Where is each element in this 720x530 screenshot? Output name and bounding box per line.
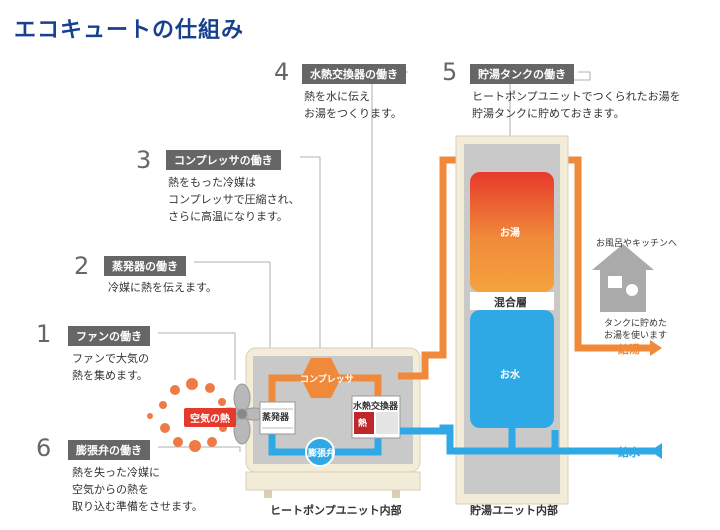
tank-note-1: タンクに貯めた [604, 319, 668, 329]
air-heat-label: 空気の熱 [184, 408, 236, 427]
step-4-label: 水熱交換器の働き [302, 64, 406, 84]
step-4-number: 4 [274, 58, 290, 86]
heatpump-caption: ヒートポンプユニット内部 [270, 504, 402, 517]
water-label: お水 [500, 370, 520, 381]
step-1-desc: ファンで大気の 熱を集めます。 [72, 352, 149, 382]
step-2-number: 2 [74, 252, 90, 280]
page-title: エコキュートの仕組み [14, 18, 245, 43]
air-heat-dots [147, 378, 227, 452]
bath-kitchen-label: お風呂やキッチンへ [596, 239, 678, 249]
evaporator-label: 蒸発器 [262, 413, 290, 423]
mixed-layer-label: 混合層 [494, 296, 527, 309]
supply-water-label: 給水 [618, 446, 640, 459]
step-5-desc: ヒートポンプユニットでつくられたお湯を 貯湯タンクに貯めておきます。 [472, 90, 681, 120]
tank-note-2: お湯を使います [604, 331, 668, 341]
step-4-desc: 熱を水に伝え お湯をつくります。 [304, 90, 402, 120]
step-5-label: 貯湯タンクの働き [470, 64, 574, 84]
step-6-desc: 熱を失った冷媒に 空気からの熱を 取り込む準備をさせます。 [72, 466, 203, 513]
step-1-label: ファンの働き [68, 326, 150, 346]
step-1-number: 1 [36, 320, 52, 348]
expansion-valve-label: 膨張弁 [308, 449, 336, 459]
heat-label: 熱 [358, 419, 368, 429]
step-2-desc: 冷媒に熱を伝えます。 [108, 281, 217, 294]
step-3-label: コンプレッサの働き [166, 150, 281, 170]
compressor-label: コンプレッサ [300, 375, 354, 385]
step-6-number: 6 [36, 434, 52, 462]
step-2-label: 蒸発器の働き [104, 256, 186, 276]
heat-exchanger-label: 水熱交換器 [353, 402, 399, 412]
house-icon [592, 244, 654, 312]
step-6-label: 膨張弁の働き [68, 440, 150, 460]
step-3-desc: 熱をもった冷媒は コンプレッサで圧縮され、 さらに高温になります。 [168, 176, 300, 223]
supply-hot-label: 給湯 [618, 343, 640, 356]
step-5-number: 5 [442, 58, 458, 86]
hot-water-label: お湯 [500, 228, 520, 239]
tank-caption: 貯湯ユニット内部 [470, 504, 558, 517]
step-3-number: 3 [136, 146, 152, 174]
